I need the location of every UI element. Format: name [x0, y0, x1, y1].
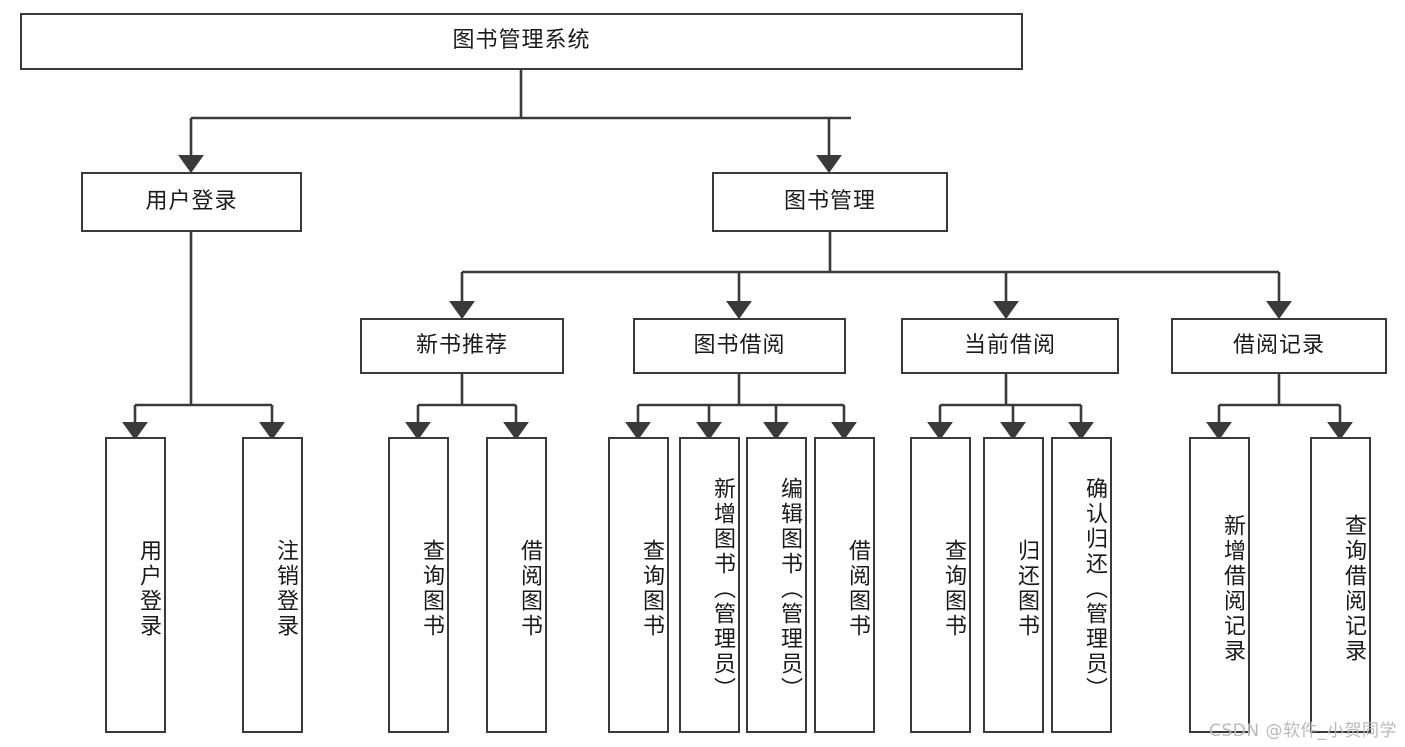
leaf-label: 查询图书	[639, 539, 664, 639]
node-borrow-record[interactable]: 借阅记录	[1171, 318, 1387, 374]
leaf-label: 用户登录	[136, 539, 161, 639]
node-leaf-add-book[interactable]: 新增图书（管理员）	[679, 437, 740, 733]
node-leaf-user-logout[interactable]: 注销登录	[242, 437, 303, 733]
node-leaf-query-borrow-record[interactable]: 查询借阅记录	[1310, 437, 1371, 733]
node-leaf-query-book-current[interactable]: 查询图书	[910, 437, 971, 733]
node-leaf-borrow-book[interactable]: 借阅图书	[814, 437, 875, 733]
node-leaf-query-book-rec[interactable]: 查询图书	[388, 437, 449, 733]
leaf-label: 查询图书	[941, 539, 966, 639]
node-leaf-confirm-return[interactable]: 确认归还（管理员）	[1051, 437, 1112, 733]
node-root-system[interactable]: 图书管理系统	[20, 13, 1023, 70]
leaf-label: 查询借阅记录	[1341, 514, 1366, 664]
node-user-login[interactable]: 用户登录	[81, 172, 302, 232]
node-leaf-user-login[interactable]: 用户登录	[105, 437, 166, 733]
leaf-label: 归还图书	[1014, 539, 1039, 639]
node-leaf-add-borrow-record[interactable]: 新增借阅记录	[1189, 437, 1250, 733]
node-current-borrow[interactable]: 当前借阅	[901, 318, 1119, 374]
leaf-label: 借阅图书	[845, 539, 870, 639]
node-new-book-recommend[interactable]: 新书推荐	[360, 318, 564, 374]
leaf-label: 确认归还（管理员）	[1082, 476, 1107, 702]
leaf-label: 新增图书（管理员）	[710, 476, 735, 702]
leaf-label: 借阅图书	[517, 539, 542, 639]
leaf-label: 注销登录	[273, 539, 298, 639]
leaf-label: 新增借阅记录	[1220, 514, 1245, 664]
node-book-management[interactable]: 图书管理	[712, 172, 948, 232]
node-leaf-return-book[interactable]: 归还图书	[983, 437, 1044, 733]
node-leaf-edit-book[interactable]: 编辑图书（管理员）	[746, 437, 807, 733]
leaf-label: 查询图书	[419, 539, 444, 639]
csdn-watermark: CSDN @软件_小贺同学	[1209, 721, 1397, 741]
leaf-label: 编辑图书（管理员）	[777, 476, 802, 702]
node-leaf-borrow-book-rec[interactable]: 借阅图书	[486, 437, 547, 733]
node-book-borrow[interactable]: 图书借阅	[633, 318, 846, 374]
node-leaf-query-book-borrow[interactable]: 查询图书	[608, 437, 669, 733]
